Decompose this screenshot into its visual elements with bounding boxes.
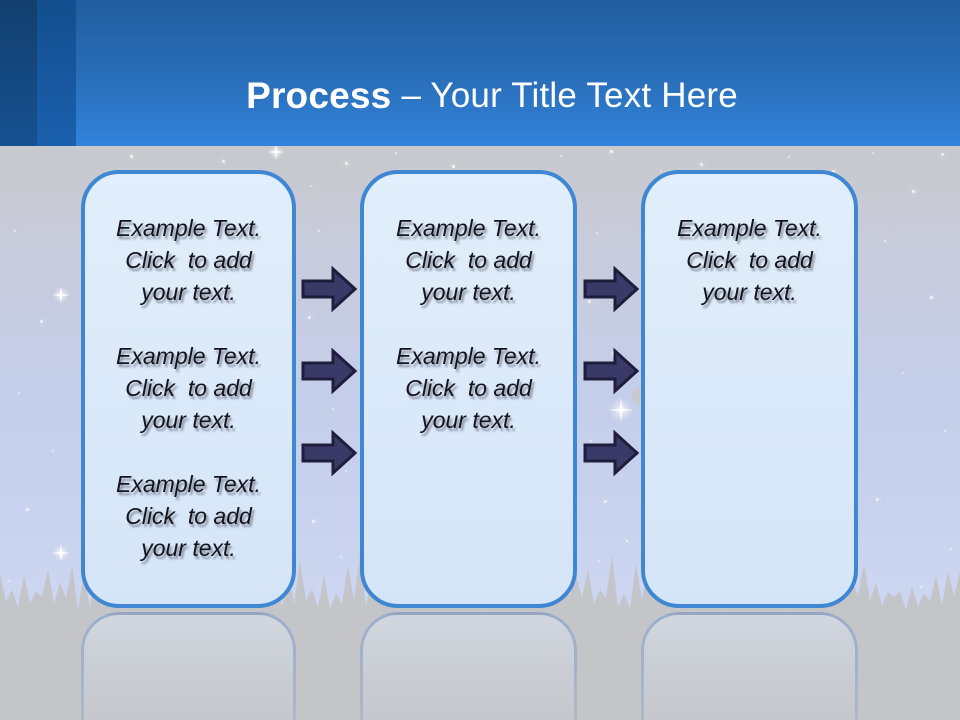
placeholder-text[interactable]: Example Text. Click to add your text. — [396, 343, 541, 433]
star-dot-icon — [788, 156, 790, 158]
star-dot-icon — [14, 230, 16, 232]
star-dot-icon — [8, 580, 10, 582]
placeholder-text[interactable]: Example Text. Click to add your text. — [396, 215, 541, 305]
star-dot-icon — [26, 508, 29, 511]
star-dot-icon — [332, 408, 334, 410]
star-dot-icon — [884, 240, 886, 242]
arrow-right-icon — [583, 348, 639, 394]
star-dot-icon — [40, 320, 43, 323]
star-dot-icon — [610, 150, 613, 153]
star-dot-icon — [626, 540, 628, 542]
process-box-3[interactable]: Example Text. Click to add your text. — [641, 170, 858, 608]
star-dot-icon — [660, 170, 662, 172]
star-dot-icon — [345, 470, 347, 472]
slide-body: Example Text. Click to add your text. Ex… — [0, 146, 960, 720]
star-dot-icon — [588, 300, 591, 303]
arrow-right-icon — [301, 266, 357, 312]
star-dot-icon — [308, 316, 311, 319]
sparkle-icon — [52, 286, 70, 304]
star-dot-icon — [902, 372, 904, 374]
star-dot-icon — [876, 498, 879, 501]
star-dot-icon — [222, 160, 225, 163]
star-dot-icon — [560, 155, 562, 157]
star-dot-icon — [318, 230, 320, 232]
star-dot-icon — [452, 165, 455, 168]
arrow-right-icon — [301, 430, 357, 476]
slide-header: Process – Your Title Text Here — [0, 0, 960, 146]
star-dot-icon — [920, 586, 922, 588]
star-dot-icon — [604, 500, 607, 503]
placeholder-text[interactable]: Example Text. Click to add your text. — [677, 215, 822, 305]
star-dot-icon — [312, 520, 315, 523]
sparkle-icon — [52, 544, 70, 562]
star-dot-icon — [395, 152, 397, 154]
title-rest-text: – Your Title Text Here — [401, 76, 738, 116]
star-dot-icon — [700, 163, 703, 166]
star-dot-icon — [345, 162, 348, 165]
star-dot-icon — [340, 556, 342, 558]
star-dot-icon — [596, 232, 598, 234]
process-box-2[interactable]: Example Text. Click to add your text. Ex… — [360, 170, 577, 608]
arrow-right-icon — [583, 430, 639, 476]
left-accent-stripe-mid — [37, 0, 76, 146]
placeholder-text[interactable]: Example Text. Click to add your text. — [116, 343, 261, 433]
placeholder-text[interactable]: Example Text. Click to add your text. — [116, 471, 261, 561]
star-dot-icon — [52, 450, 54, 452]
star-dot-icon — [944, 430, 946, 432]
star-dot-icon — [310, 185, 312, 187]
star-dot-icon — [18, 392, 20, 394]
sparkle-icon — [608, 397, 634, 423]
star-dot-icon — [598, 560, 600, 562]
box-reflection — [641, 612, 858, 720]
sparkle-icon — [268, 146, 284, 160]
star-dot-icon — [941, 153, 944, 156]
star-dot-icon — [912, 190, 915, 193]
star-dot-icon — [872, 152, 874, 154]
arrow-right-icon — [301, 348, 357, 394]
star-dot-icon — [130, 155, 133, 158]
title-bold-text: Process — [246, 75, 392, 117]
star-dot-icon — [590, 440, 592, 442]
box-reflection — [81, 612, 296, 720]
placeholder-text[interactable]: Example Text. Click to add your text. — [116, 215, 261, 305]
page-title: Process – Your Title Text Here — [0, 23, 960, 169]
left-accent-stripe-dark — [0, 0, 37, 146]
arrow-right-icon — [583, 266, 639, 312]
star-dot-icon — [950, 548, 952, 550]
star-dot-icon — [930, 296, 933, 299]
process-box-1[interactable]: Example Text. Click to add your text. Ex… — [81, 170, 296, 608]
box-reflection — [360, 612, 577, 720]
